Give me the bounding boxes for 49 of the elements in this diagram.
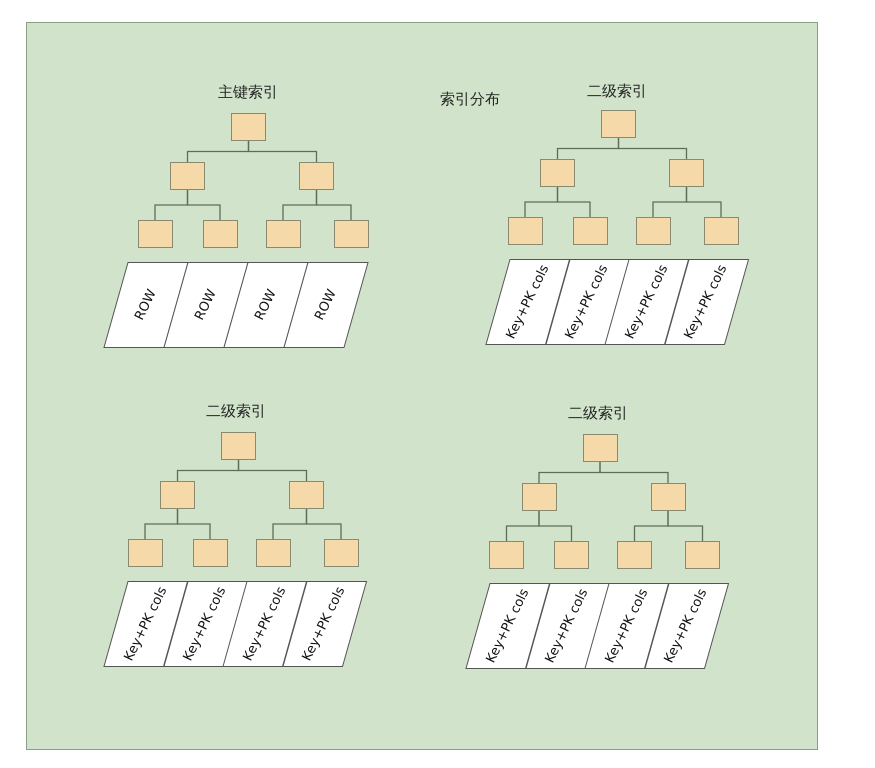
connector-line (186, 190, 221, 220)
connector-line (238, 460, 308, 481)
tree-heading: 主键索引 (218, 83, 278, 102)
connector-line (667, 511, 704, 541)
tree-node-box (324, 539, 358, 567)
connector-line (556, 187, 591, 217)
tree-node-box (508, 217, 542, 245)
tree-heading: 二级索引 (568, 404, 628, 423)
record-cell: ROW (224, 262, 308, 348)
connector-line (538, 511, 572, 541)
connector-line (248, 141, 318, 162)
tree-node-box (522, 483, 556, 511)
tree-node-box (256, 539, 290, 567)
tree-node-box (289, 481, 324, 509)
tree-node-box (128, 539, 162, 567)
tree-node-box (704, 217, 738, 245)
connector-line (599, 462, 669, 483)
tree-node-box (572, 217, 608, 245)
connector-line (316, 190, 352, 220)
tree-node-box (669, 159, 704, 187)
tree-node-box (202, 220, 238, 248)
record-cell: ROW (284, 262, 368, 348)
record-cell: ROW (164, 262, 248, 348)
tree-node-box (582, 434, 618, 462)
tree-node-box (231, 113, 266, 141)
tree-node-box (266, 220, 300, 248)
connector-line (176, 509, 211, 539)
connector-line (686, 187, 722, 217)
record-cell: ROW (104, 262, 188, 348)
tree-heading: 二级索引 (587, 82, 647, 101)
tree-node-box (636, 217, 670, 245)
tree-node-box (617, 541, 652, 569)
tree-node-box (160, 481, 195, 509)
title: 索引分布 (440, 90, 500, 109)
tree-node-box (221, 432, 256, 460)
tree-node-box (334, 220, 368, 248)
tree-node-box (650, 483, 686, 511)
tree-node-box (601, 110, 636, 138)
connector-line (618, 138, 688, 159)
tree-node-box (554, 541, 589, 569)
tree-node-box (192, 539, 228, 567)
tree-heading: 二级索引 (206, 402, 266, 421)
tree-node-box (138, 220, 172, 248)
tree-node-box (489, 541, 524, 569)
tree-node-box (540, 159, 575, 187)
tree-node-box (170, 162, 205, 190)
tree-node-box (685, 541, 720, 569)
connector-line (306, 509, 342, 539)
tree-node-box (299, 162, 334, 190)
